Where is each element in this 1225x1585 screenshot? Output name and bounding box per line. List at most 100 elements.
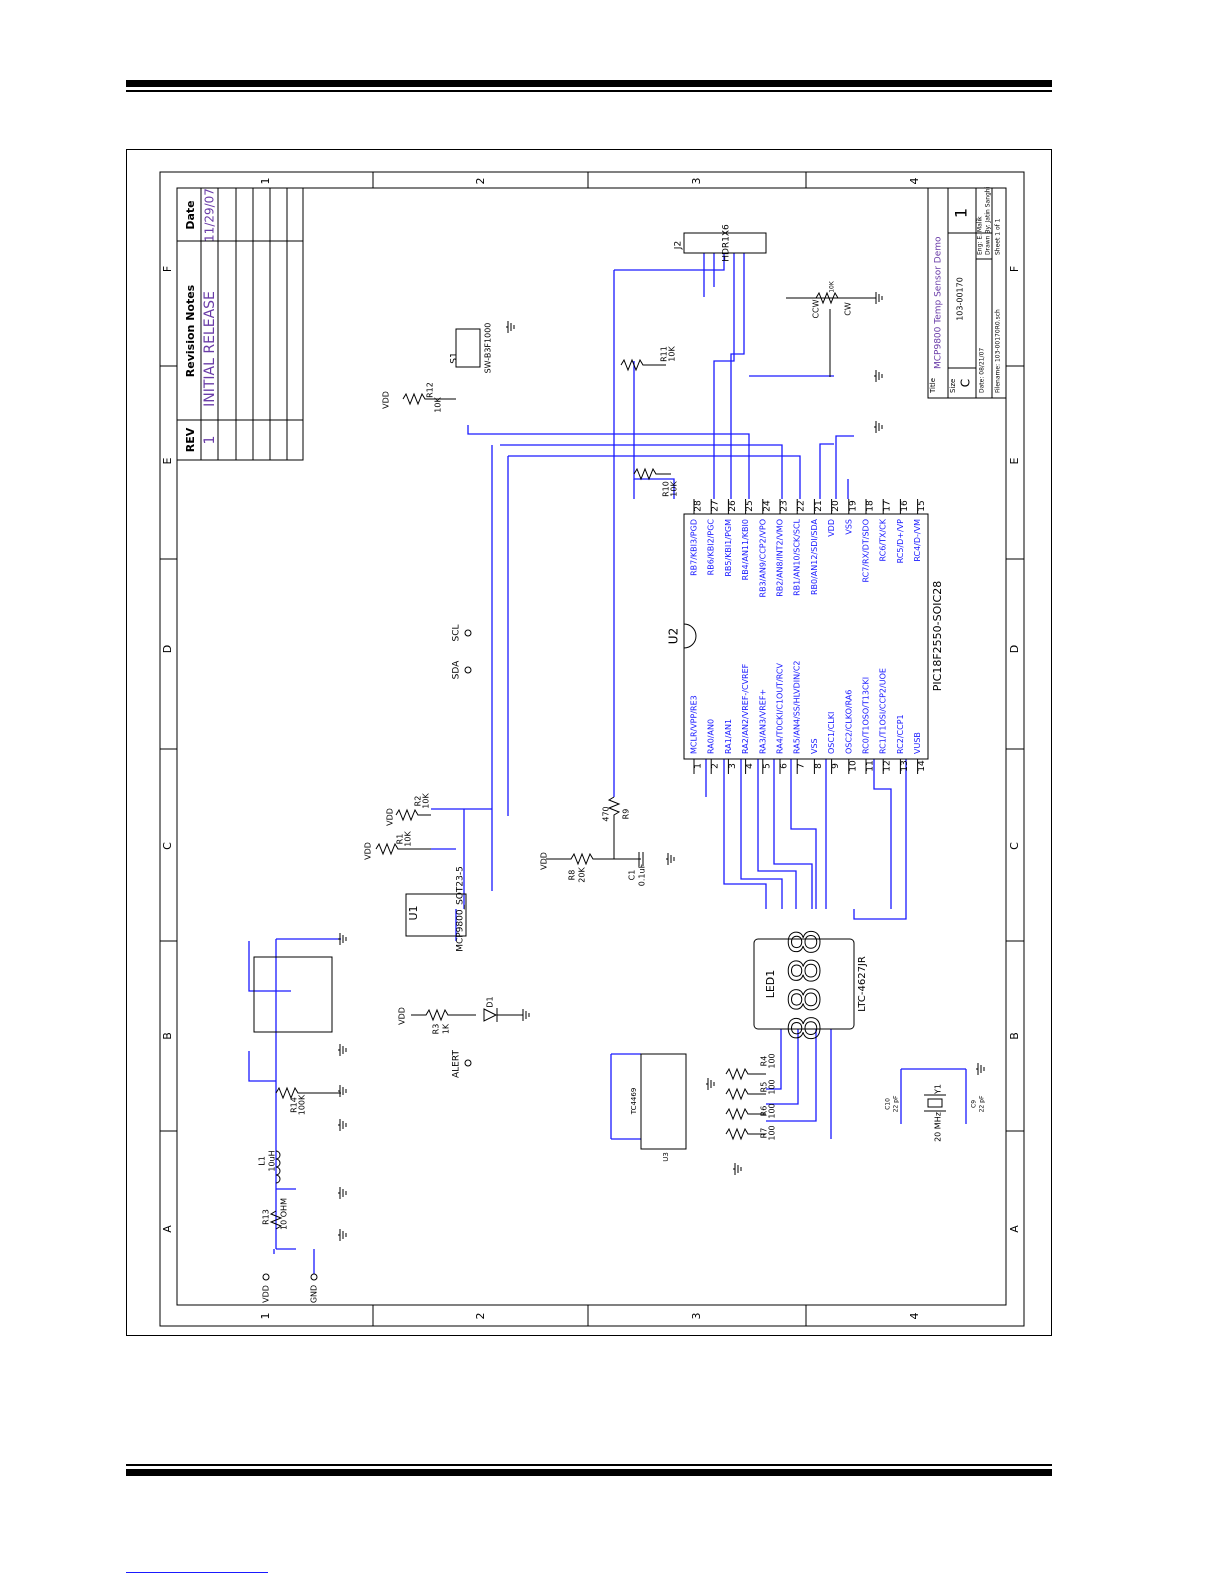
crystal-y1: [924, 1094, 946, 1112]
inner-frame: [159, 171, 1025, 1327]
u2-body: [683, 513, 929, 760]
l1-val: 10uH: [268, 1150, 277, 1171]
y1-val: 20 MHz: [934, 1112, 943, 1142]
size-label: Size: [949, 379, 957, 393]
u2-part: PIC18F2550-SOIC28: [931, 581, 944, 691]
u2-pin-name: RA0/AN0: [707, 719, 716, 754]
revision-table: [176, 187, 304, 461]
r3-val: 1K: [442, 1023, 451, 1034]
r9-val: 470: [602, 806, 611, 821]
y1-ref: Y1: [934, 1084, 943, 1095]
rev-header-date: Date: [184, 200, 197, 229]
u2-pin-name: RA4/T0CKI/C1OUT/RCV: [776, 662, 785, 754]
r3-vdd: VDD: [398, 1007, 407, 1025]
vdd-terminal[interactable]: [262, 1273, 270, 1281]
u3-ref: U3: [662, 1152, 670, 1162]
resistor-r8: [546, 852, 641, 866]
inductor-l1: [275, 1150, 281, 1184]
s1-part: SW-B3F1000: [484, 323, 493, 374]
outer-frame: [126, 149, 1052, 1336]
r7-ref: R7: [760, 1128, 769, 1139]
u2-pin-number: 6: [780, 763, 790, 769]
gnd-terminal[interactable]: [310, 1273, 318, 1281]
header-rule-thin: [126, 90, 1052, 92]
r1-val: 10K: [404, 831, 413, 847]
u2-pin-name: OSC2/CLKO/RA6: [844, 690, 853, 754]
u2-pin-number: 23: [780, 500, 790, 511]
zone-left-E: E: [161, 457, 174, 464]
u2-pin-number: 17: [883, 500, 893, 511]
u2-pin-number: 19: [848, 500, 858, 512]
r6-val: 100: [768, 1103, 777, 1118]
r12-vdd: VDD: [382, 391, 391, 409]
resistor-r2: [395, 808, 431, 822]
resistor-r12: [402, 392, 456, 406]
u2-pin-number: 28: [694, 500, 704, 512]
u1-body: [405, 893, 467, 937]
zone-left-D: D: [161, 645, 174, 653]
zone-right-B: B: [1008, 1032, 1021, 1040]
revision-text: Date Revision Notes REV 11/29/07 INITIAL…: [184, 188, 218, 452]
led1-digits: 8888: [781, 927, 830, 1042]
u2-pin-number: 11: [866, 760, 876, 771]
zone-top-3: 3: [690, 178, 703, 185]
scl-terminal[interactable]: [464, 629, 472, 637]
zone-labels: 1 2 3 4 1 2 3 4 F E D C B A F E D C B A: [161, 178, 1021, 1320]
u2-pin-name: RB6/KBI2/PGC: [707, 519, 716, 576]
capacitor-c1: [638, 852, 644, 866]
u2-pin-number: 15: [917, 500, 927, 511]
title-block: [927, 187, 1007, 399]
u2-pin-number: 5: [762, 763, 772, 769]
alert-terminal[interactable]: [464, 1059, 472, 1067]
footer-rule-thin: [126, 1464, 1052, 1466]
sda-terminal[interactable]: [464, 666, 472, 674]
r3-ref: R3: [432, 1024, 441, 1035]
r5-val: 100: [768, 1079, 777, 1094]
title-block-text: Title MCP9800 Temp Sensor Demo Size C 10…: [929, 186, 1002, 394]
rev-header-notes: Revision Notes: [184, 284, 197, 377]
u2-pin-name: VUSB: [913, 732, 922, 754]
resistor-r5: [725, 1087, 766, 1101]
pot-ccw: CCW: [812, 299, 821, 318]
u2-pin-number: 10: [848, 760, 858, 772]
u2-pin-name: RA2/AN2/VREF-/CVREF: [741, 663, 750, 754]
u2-pin-number: 3: [728, 763, 738, 769]
doc-drawn: Drawn By: Jatin Sanghi: [985, 186, 992, 255]
footer-link[interactable]: [126, 1568, 268, 1573]
u2-pin-number: 8: [814, 763, 824, 769]
u2-pin-name: RB0/AN12/SDI/SDA: [810, 518, 819, 595]
u2-pin-name: RC4/D-/VM: [913, 519, 922, 562]
u2-pin-number: 27: [711, 500, 721, 511]
u2-right-pins: 28RB7/KBI3/PGD27RB6/KBI2/PGC26RB5/KBI1/P…: [690, 499, 927, 597]
u2-pin-number: 18: [866, 500, 876, 512]
u2-pin-name: RC6/TX/CK: [879, 518, 888, 561]
u2-pin-name: RC2/CCP1: [896, 714, 905, 754]
r13-val: 10 OHM: [280, 1198, 289, 1230]
doc-rev: 1: [952, 208, 971, 218]
u2-pin-number: 14: [917, 760, 927, 772]
resistor-r13: [269, 1210, 283, 1230]
zone-right-A: A: [1008, 1225, 1021, 1233]
u2-pin-name: RB5/KBI1/PGM: [724, 519, 733, 577]
r2-vdd: VDD: [386, 808, 395, 826]
u2-pin-number: 25: [745, 500, 755, 511]
u2-pin-name: RC7/RX/DT/SDO: [862, 519, 871, 583]
u2-pin-number: 13: [900, 760, 910, 771]
r8-ref: R8: [568, 870, 577, 881]
c10-val: 22 pF: [893, 1095, 900, 1112]
s1-body: [455, 328, 481, 368]
zone-right-F: F: [1008, 266, 1021, 272]
resistor-r7: [725, 1127, 766, 1141]
r2-ref: R2: [414, 796, 423, 807]
u2-pin-number: 4: [745, 763, 755, 769]
u2-pin-name: RC1/T1OSI/CCP2/UOE: [879, 668, 888, 754]
gnd-terminal-label: GND: [310, 1285, 319, 1303]
u2-pin-name: RA5/AN4/SS/HLVDIN/C2: [793, 660, 802, 754]
zone-top-4: 4: [908, 178, 921, 185]
schematic-sheet: 1 2 3 4 1 2 3 4 F E D C B A F E D C B A …: [126, 149, 1052, 1336]
r10-val: 10K: [670, 481, 679, 497]
u2-pin-name: RB7/KBI3/PGD: [690, 519, 699, 576]
r9-ref: R9: [622, 809, 631, 820]
r8-val: 20K: [578, 867, 587, 883]
r5-ref: R5: [760, 1082, 769, 1093]
